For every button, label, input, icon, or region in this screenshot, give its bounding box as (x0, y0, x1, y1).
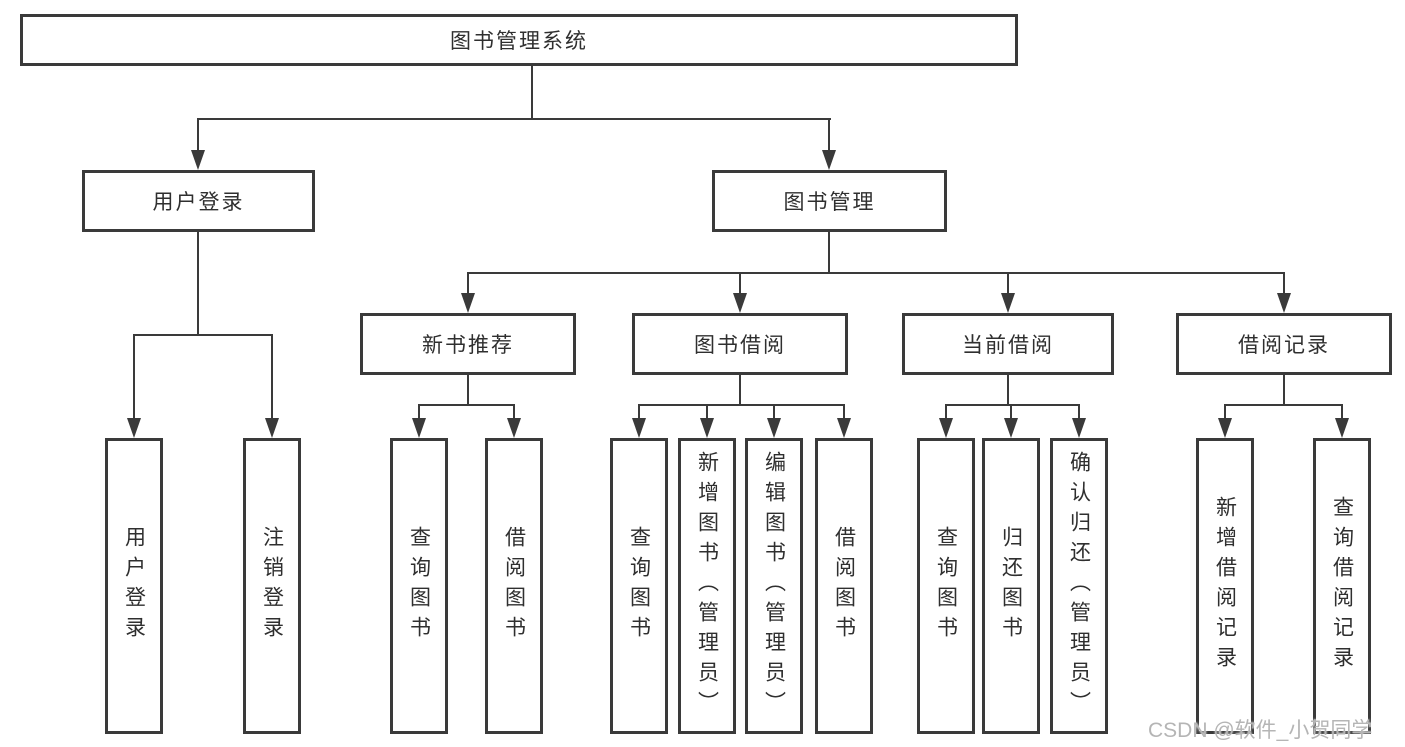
node-root: 图书管理系统 (20, 14, 1018, 66)
connector-book-mgmt-stem (828, 232, 830, 274)
connector-drop (133, 334, 135, 420)
leaf-confirm-return-admin-label: 确认归还（管理员） (1067, 451, 1091, 721)
node-borrowing-records: 借阅记录 (1176, 313, 1392, 375)
arrow-down-icon (191, 150, 205, 170)
arrow-down-icon (767, 418, 781, 438)
arrow-down-icon (412, 418, 426, 438)
node-borrowing-records-label: 借阅记录 (1238, 334, 1330, 357)
watermark: CSDN @软件_小贺同学 (1148, 719, 1373, 742)
connector-current-stem (1007, 375, 1009, 406)
connector-borrowing-stem (739, 375, 741, 406)
connector-drop (271, 334, 273, 420)
arrow-down-icon (507, 418, 521, 438)
leaf-borrow-books-recommend: 借阅图书 (485, 438, 543, 734)
connector-root-stem (531, 66, 533, 119)
connector-drop (418, 404, 420, 420)
connector-drop (828, 118, 830, 152)
connector-drop (1224, 404, 1226, 420)
connector-drop (1010, 404, 1012, 420)
connector-records-branch (1225, 404, 1343, 406)
connector-drop (773, 404, 775, 420)
connector-current-branch (946, 404, 1080, 406)
connector-drop (945, 404, 947, 420)
leaf-query-books-recommend-label: 查询图书 (407, 526, 431, 646)
connector-drop (843, 404, 845, 420)
arrow-down-icon (733, 293, 747, 313)
leaf-query-books-current: 查询图书 (917, 438, 975, 734)
arrow-down-icon (1004, 418, 1018, 438)
arrow-down-icon (1072, 418, 1086, 438)
arrow-down-icon (1277, 293, 1291, 313)
leaf-edit-books-admin-label: 编辑图书（管理员） (762, 451, 786, 721)
arrow-down-icon (632, 418, 646, 438)
connector-recommend-branch (419, 404, 515, 406)
leaf-logout-label: 注销登录 (260, 526, 284, 646)
arrow-down-icon (1001, 293, 1015, 313)
node-book-borrowing-label: 图书借阅 (694, 334, 786, 357)
leaf-borrow-books-borrowing-label: 借阅图书 (832, 526, 856, 646)
node-book-borrowing: 图书借阅 (632, 313, 848, 375)
leaf-confirm-return-admin: 确认归还（管理员） (1050, 438, 1108, 734)
leaf-user-login-label: 用户登录 (122, 526, 146, 646)
node-current-borrowing-label: 当前借阅 (962, 334, 1054, 357)
leaf-query-books-current-label: 查询图书 (934, 526, 958, 646)
connector-drop (467, 272, 469, 295)
arrow-down-icon (127, 418, 141, 438)
leaf-add-borrow-record-label: 新增借阅记录 (1213, 496, 1237, 676)
connector-drop (1341, 404, 1343, 420)
leaf-query-books-borrowing-label: 查询图书 (627, 526, 651, 646)
connector-recommend-stem (467, 375, 469, 406)
leaf-query-borrow-record-label: 查询借阅记录 (1330, 496, 1354, 676)
leaf-add-borrow-record: 新增借阅记录 (1196, 438, 1254, 734)
leaf-query-books-borrowing: 查询图书 (610, 438, 668, 734)
leaf-add-books-admin-label: 新增图书（管理员） (695, 451, 719, 721)
node-new-book-recommend: 新书推荐 (360, 313, 576, 375)
connector-drop (1078, 404, 1080, 420)
leaf-query-borrow-record: 查询借阅记录 (1313, 438, 1371, 734)
leaf-return-books-label: 归还图书 (999, 526, 1023, 646)
leaf-edit-books-admin: 编辑图书（管理员） (745, 438, 803, 734)
arrow-down-icon (837, 418, 851, 438)
leaf-query-books-recommend: 查询图书 (390, 438, 448, 734)
arrow-down-icon (265, 418, 279, 438)
leaf-borrow-books-borrowing: 借阅图书 (815, 438, 873, 734)
node-root-label: 图书管理系统 (450, 30, 588, 53)
connector-user-login-stem (197, 232, 199, 336)
connector-drop (1283, 272, 1285, 295)
node-user-login-label: 用户登录 (152, 191, 245, 214)
arrow-down-icon (700, 418, 714, 438)
node-new-book-recommend-label: 新书推荐 (422, 334, 514, 357)
arrow-down-icon (1218, 418, 1232, 438)
leaf-borrow-books-recommend-label: 借阅图书 (502, 526, 526, 646)
connector-records-stem (1283, 375, 1285, 406)
connector-drop (513, 404, 515, 420)
connector-root-branch (198, 118, 831, 120)
connector-drop (638, 404, 640, 420)
connector-drop (739, 272, 741, 295)
leaf-return-books: 归还图书 (982, 438, 1040, 734)
connector-drop (1007, 272, 1009, 295)
leaf-add-books-admin: 新增图书（管理员） (678, 438, 736, 734)
node-current-borrowing: 当前借阅 (902, 313, 1114, 375)
leaf-user-login: 用户登录 (105, 438, 163, 734)
node-book-management-label: 图书管理 (783, 191, 876, 214)
arrow-down-icon (461, 293, 475, 313)
connector-borrowing-branch (639, 404, 845, 406)
node-user-login: 用户登录 (82, 170, 315, 232)
node-book-management: 图书管理 (712, 170, 947, 232)
leaf-logout: 注销登录 (243, 438, 301, 734)
arrow-down-icon (822, 150, 836, 170)
arrow-down-icon (1335, 418, 1349, 438)
connector-user-login-branch (134, 334, 273, 336)
connector-drop (706, 404, 708, 420)
connector-book-mgmt-branch (468, 272, 1285, 274)
arrow-down-icon (939, 418, 953, 438)
connector-drop (197, 118, 199, 152)
